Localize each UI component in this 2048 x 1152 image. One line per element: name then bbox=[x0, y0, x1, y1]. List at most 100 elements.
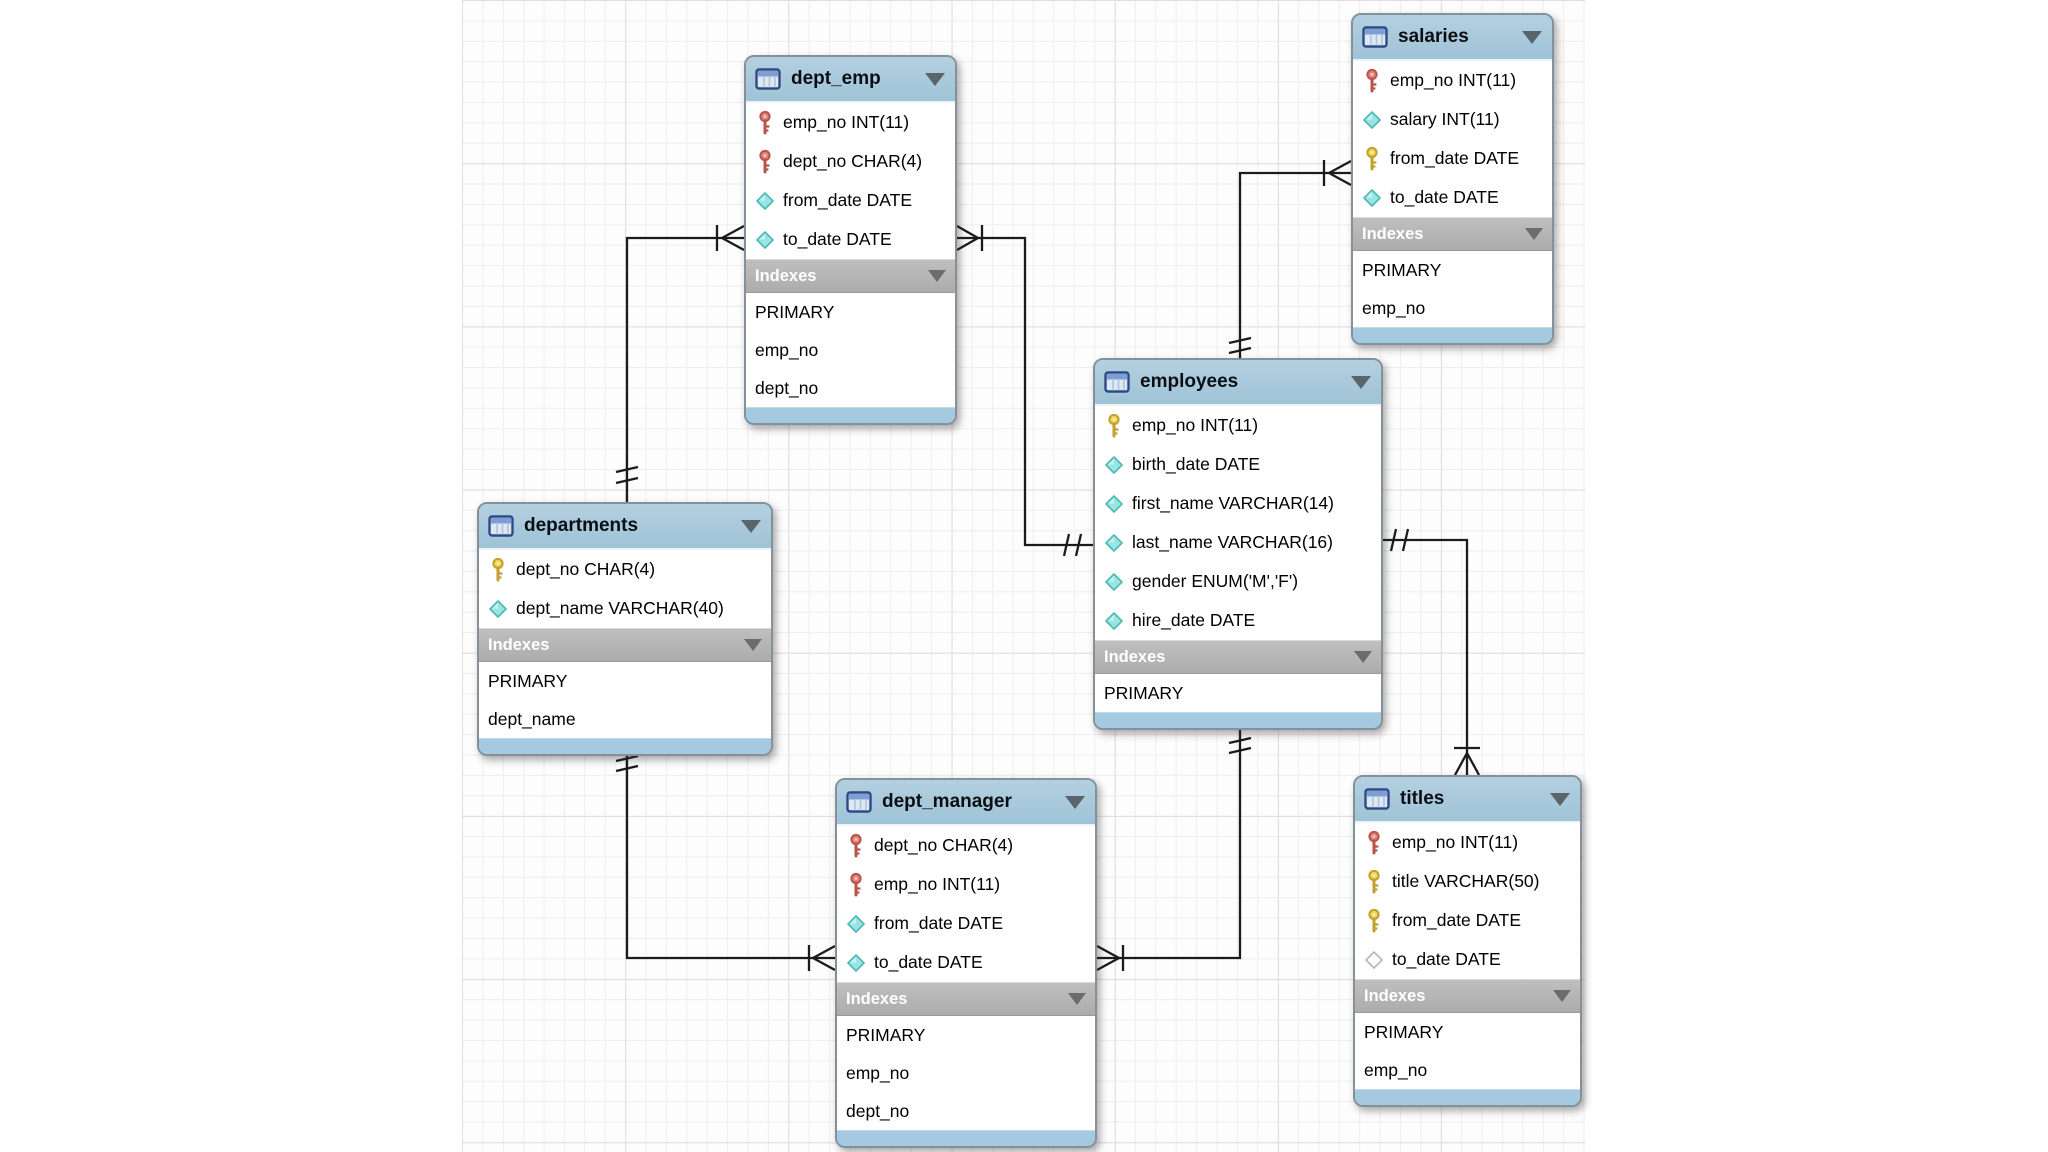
column-row[interactable]: to_date DATE bbox=[837, 943, 1095, 982]
indexes-collapse-arrow-icon[interactable] bbox=[1354, 651, 1372, 663]
collapse-arrow-icon[interactable] bbox=[1351, 375, 1371, 389]
index-row[interactable]: emp_no bbox=[837, 1054, 1095, 1092]
diamond-cyan-icon bbox=[1361, 110, 1383, 130]
column-row[interactable]: from_date DATE bbox=[1355, 901, 1580, 940]
column-row[interactable]: dept_no CHAR(4) bbox=[479, 550, 771, 589]
indexes-label: Indexes bbox=[1364, 986, 1426, 1005]
column-row[interactable]: gender ENUM('M','F') bbox=[1095, 562, 1381, 601]
column-row[interactable]: to_date DATE bbox=[1355, 940, 1580, 979]
indexes-bar[interactable]: Indexes bbox=[837, 982, 1095, 1016]
diamond-cyan-icon bbox=[1103, 611, 1125, 631]
indexes-collapse-arrow-icon[interactable] bbox=[744, 639, 762, 651]
collapse-arrow-icon[interactable] bbox=[1550, 792, 1570, 806]
table-header[interactable]: employees bbox=[1095, 360, 1381, 406]
index-row[interactable]: dept_no bbox=[837, 1092, 1095, 1130]
table-header[interactable]: salaries bbox=[1353, 15, 1552, 61]
table-dept_manager[interactable]: dept_manager dept_no CHAR(4) emp_no INT(1… bbox=[835, 778, 1097, 1148]
column-definition: from_date DATE bbox=[783, 190, 913, 210]
index-row[interactable]: PRIMARY bbox=[1353, 251, 1552, 289]
column-row[interactable]: from_date DATE bbox=[1353, 139, 1552, 178]
column-row[interactable]: birth_date DATE bbox=[1095, 445, 1381, 484]
diamond-cyan-icon bbox=[1103, 494, 1125, 514]
column-row[interactable]: salary INT(11) bbox=[1353, 100, 1552, 139]
relationship-employees-titles[interactable] bbox=[1383, 528, 1481, 776]
table-footer bbox=[479, 738, 771, 754]
table-icon bbox=[1362, 26, 1388, 48]
collapse-arrow-icon[interactable] bbox=[1522, 30, 1542, 44]
indexes-collapse-arrow-icon[interactable] bbox=[1525, 228, 1543, 240]
table-departments[interactable]: departments dept_no CHAR(4)dept_name VAR… bbox=[477, 502, 773, 756]
indexes-bar[interactable]: Indexes bbox=[1095, 640, 1381, 674]
column-row[interactable]: emp_no INT(11) bbox=[1355, 823, 1580, 862]
column-list: emp_no INT(11) dept_no CHAR(4) from_date D… bbox=[746, 103, 955, 259]
column-row[interactable]: hire_date DATE bbox=[1095, 601, 1381, 640]
diamond-cyan-icon bbox=[845, 953, 867, 973]
diamond-cyan-icon bbox=[845, 914, 867, 934]
index-row[interactable]: PRIMARY bbox=[837, 1016, 1095, 1054]
index-row[interactable]: PRIMARY bbox=[1355, 1013, 1580, 1051]
table-header[interactable]: departments bbox=[479, 504, 771, 550]
column-row[interactable]: dept_name VARCHAR(40) bbox=[479, 589, 771, 628]
indexes-bar[interactable]: Indexes bbox=[1355, 979, 1580, 1013]
table-title: departments bbox=[524, 515, 639, 536]
collapse-arrow-icon[interactable] bbox=[925, 72, 945, 86]
table-header[interactable]: dept_emp bbox=[746, 57, 955, 103]
index-name: PRIMARY bbox=[846, 1024, 926, 1045]
indexes-label: Indexes bbox=[1104, 647, 1166, 666]
key-red-icon bbox=[1363, 830, 1385, 856]
index-row[interactable]: PRIMARY bbox=[479, 662, 771, 700]
relationship-departments-dept_manager[interactable] bbox=[615, 746, 836, 972]
indexes-collapse-arrow-icon[interactable] bbox=[1068, 993, 1086, 1005]
column-row[interactable]: title VARCHAR(50) bbox=[1355, 862, 1580, 901]
column-row[interactable]: last_name VARCHAR(16) bbox=[1095, 523, 1381, 562]
column-definition: dept_no CHAR(4) bbox=[874, 835, 1014, 855]
table-header[interactable]: titles bbox=[1355, 777, 1580, 823]
table-salaries[interactable]: salaries emp_no INT(11)salary INT(11)fro… bbox=[1351, 13, 1554, 345]
indexes-bar[interactable]: Indexes bbox=[746, 259, 955, 293]
table-footer bbox=[1095, 712, 1381, 728]
table-employees[interactable]: employees emp_no INT(11)birth_date DATE f… bbox=[1093, 358, 1383, 730]
column-row[interactable]: emp_no INT(11) bbox=[837, 865, 1095, 904]
relationship-employees-dept_manager[interactable] bbox=[1096, 720, 1252, 972]
index-row[interactable]: PRIMARY bbox=[746, 293, 955, 331]
indexes-collapse-arrow-icon[interactable] bbox=[1553, 990, 1571, 1002]
relationship-employees-salaries[interactable] bbox=[1228, 159, 1352, 358]
column-definition: emp_no INT(11) bbox=[783, 112, 910, 132]
table-title: salaries bbox=[1398, 26, 1469, 47]
index-row[interactable]: dept_no bbox=[746, 369, 955, 407]
column-row[interactable]: dept_no CHAR(4) bbox=[746, 142, 955, 181]
column-row[interactable]: first_name VARCHAR(14) bbox=[1095, 484, 1381, 523]
index-name: emp_no bbox=[846, 1062, 910, 1083]
diamond-cyan-icon bbox=[754, 191, 776, 211]
table-header[interactable]: dept_manager bbox=[837, 780, 1095, 826]
column-row[interactable]: emp_no INT(11) bbox=[1353, 61, 1552, 100]
index-row[interactable]: dept_name bbox=[479, 700, 771, 738]
table-titles[interactable]: titles emp_no INT(11)title VARCHAR(50)fr… bbox=[1353, 775, 1582, 1107]
collapse-arrow-icon[interactable] bbox=[741, 519, 761, 533]
indexes-bar[interactable]: Indexes bbox=[1353, 217, 1552, 251]
index-row[interactable]: emp_no bbox=[1355, 1051, 1580, 1089]
column-row[interactable]: to_date DATE bbox=[1353, 178, 1552, 217]
column-list: dept_no CHAR(4) emp_no INT(11)from_date D… bbox=[837, 826, 1095, 982]
column-row[interactable]: dept_no CHAR(4) bbox=[837, 826, 1095, 865]
index-row[interactable]: PRIMARY bbox=[1095, 674, 1381, 712]
indexes-bar[interactable]: Indexes bbox=[479, 628, 771, 662]
column-row[interactable]: to_date DATE bbox=[746, 220, 955, 259]
relationship-employees-dept_emp[interactable] bbox=[956, 225, 1093, 557]
key-yellow-icon bbox=[1103, 413, 1125, 439]
column-row[interactable]: emp_no INT(11) bbox=[746, 103, 955, 142]
diamond-cyan-icon bbox=[754, 230, 776, 250]
indexes-collapse-arrow-icon[interactable] bbox=[928, 270, 946, 282]
column-row[interactable]: from_date DATE bbox=[837, 904, 1095, 943]
column-row[interactable]: emp_no INT(11) bbox=[1095, 406, 1381, 445]
collapse-arrow-icon[interactable] bbox=[1065, 795, 1085, 809]
key-red-icon bbox=[754, 149, 776, 175]
relationship-departments-dept_emp[interactable] bbox=[615, 224, 745, 502]
index-name: PRIMARY bbox=[755, 301, 835, 322]
index-row[interactable]: emp_no bbox=[1353, 289, 1552, 327]
indexes-label: Indexes bbox=[755, 266, 817, 285]
column-row[interactable]: from_date DATE bbox=[746, 181, 955, 220]
table-dept_emp[interactable]: dept_emp emp_no INT(11) dept_no CHAR(4) fr… bbox=[744, 55, 957, 425]
index-row[interactable]: emp_no bbox=[746, 331, 955, 369]
column-definition: first_name VARCHAR(14) bbox=[1132, 493, 1334, 513]
